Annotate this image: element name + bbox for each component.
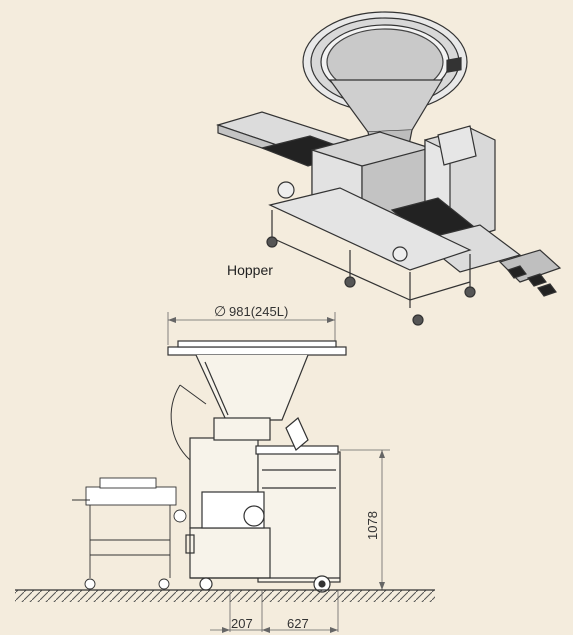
width-right-label: 627	[287, 616, 309, 631]
side-elevation-view	[15, 312, 435, 633]
side-cart	[72, 477, 187, 590]
main-body-side	[185, 417, 341, 583]
width-left-label: 207	[231, 616, 253, 631]
height-dimension-label: 1078	[365, 511, 380, 540]
hopper-caption: Hopper	[227, 262, 273, 278]
hopper-diameter-dimension	[167, 312, 336, 345]
isometric-machine-view	[216, 11, 562, 326]
control-panel	[437, 57, 477, 166]
hopper-side	[167, 340, 347, 421]
floor-hatch	[15, 589, 435, 602]
machine-frame	[266, 187, 476, 326]
side-handwheel	[277, 181, 295, 199]
hopper-diameter-symbol: ∅	[214, 303, 226, 319]
left-conveyor	[216, 111, 357, 167]
swing-arc	[170, 384, 191, 461]
right-conveyor	[390, 197, 562, 297]
hopper-diameter-label: 981(245L)	[229, 304, 288, 319]
width-dimensions	[210, 590, 339, 633]
base-wheels	[190, 575, 340, 593]
